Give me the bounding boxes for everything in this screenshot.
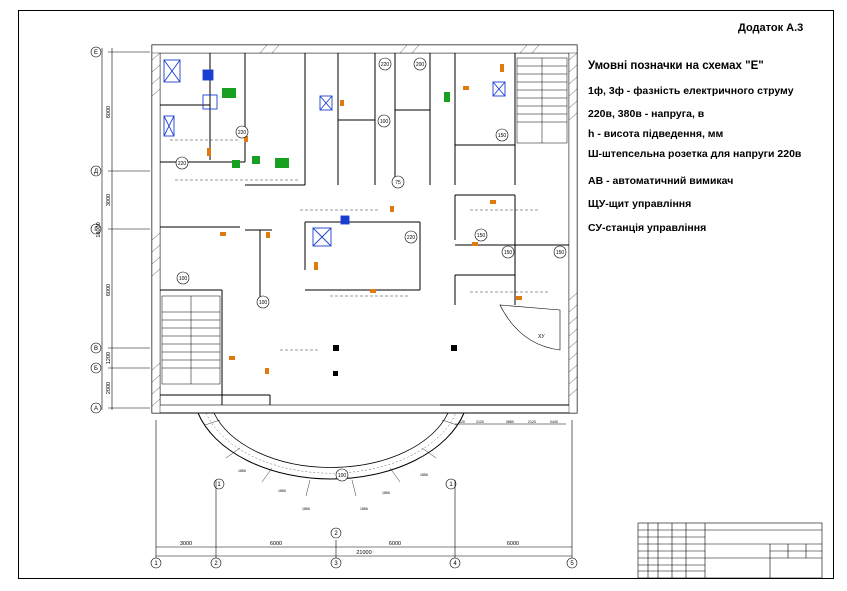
power-mark-6: 150: [556, 250, 565, 256]
curved-bay-dims: 1856 1856 1856 1856 1856 1856: [238, 469, 428, 511]
bay-dim-3: 1856: [302, 507, 310, 511]
power-mark-7: 150: [477, 233, 486, 239]
left-axis-bubbles: Е Д Г В Б А 6000 3000 6000 1200 2000 180…: [90, 46, 112, 414]
left-dim-5: 2000: [106, 382, 112, 394]
curved-bay: [197, 412, 465, 480]
curved-bay-radii: [204, 419, 458, 497]
power-mark-1: 220: [381, 62, 390, 68]
right-dimension-chain: 120 2120 0880 2120 0440: [455, 420, 566, 425]
bottom-axis-bubbles: 1 2 3 4 5 3000 6000 6000 6000 21000: [150, 541, 578, 569]
outer-walls: [151, 44, 578, 414]
legend-line-control-panel: ЩУ-щит управління: [588, 198, 692, 210]
equipment-units: [163, 59, 506, 247]
title-block: [637, 522, 823, 579]
intermediate-axis-bubbles: 1 1 2: [213, 478, 457, 539]
legend-line-control-station: СУ-станція управління: [588, 222, 707, 234]
staircase-bottom-left: [161, 295, 221, 385]
bay-dim-2: 1856: [278, 489, 286, 493]
bottom-dim-3: 6000: [389, 541, 401, 547]
left-dim-4: 1200: [106, 352, 112, 364]
axis-label-e: Е: [94, 50, 98, 56]
socket-markers: [207, 64, 522, 374]
staircase-top-right: [516, 57, 568, 144]
power-mark-2: 200: [416, 62, 425, 68]
axis-bottom-2: 2: [214, 561, 218, 567]
bottom-dim-1: 3000: [180, 541, 192, 547]
axis-mid-3: 2: [334, 531, 338, 537]
left-dimension-chain: [101, 48, 150, 410]
axis-label-d: Д: [94, 169, 98, 175]
bay-dim-4: 1856: [360, 507, 368, 511]
bottom-dim-2: 6000: [270, 541, 282, 547]
bay-dim-1: 1856: [238, 469, 246, 473]
axis-mid-1: 1: [217, 482, 221, 488]
green-fixtures: [222, 88, 450, 168]
legend-line-voltage: 220в, 380в - напруга, в: [588, 108, 705, 120]
right-dim-4: 2120: [528, 420, 536, 424]
power-mark-5: 150: [504, 250, 513, 256]
legend-line-breaker: АВ - автоматичний вимикач: [588, 175, 734, 187]
axis-label-v: В: [94, 346, 98, 352]
power-circles: 220 200 100 150 150 150 150 75 100 100 2…: [175, 57, 567, 482]
power-mark-9: 100: [259, 300, 268, 306]
axis-label-g: Г: [94, 227, 98, 233]
axis-label-a: А: [94, 406, 98, 412]
axis-mid-2: 1: [449, 482, 453, 488]
bottom-dimension-chain: [155, 420, 573, 560]
left-dim-3: 6000: [106, 284, 112, 296]
right-dim-2: 2120: [476, 420, 484, 424]
wall-hatching: [151, 44, 578, 407]
power-mark-8: 75: [395, 180, 401, 186]
power-mark-11: 220: [238, 130, 247, 136]
hv-room: ХУ: [499, 304, 561, 351]
power-mark-14: 220: [178, 161, 187, 167]
bottom-dim-total: 21000: [356, 550, 371, 556]
axis-bottom-5: 5: [570, 561, 574, 567]
bottom-dim-4: 6000: [507, 541, 519, 547]
power-mark-13: 100: [338, 473, 347, 479]
appendix-label: Додаток А.3: [738, 22, 804, 34]
legend-line-socket: Ш-штепсельна розетка для напруги 220в: [588, 148, 802, 160]
left-dim-2: 3000: [106, 194, 112, 206]
legend-title: Умовні позначки на схемах "Е": [588, 60, 764, 72]
power-mark-3: 100: [380, 119, 389, 125]
sheet-frame: [18, 10, 834, 579]
right-dim-3: 0880: [506, 420, 514, 424]
power-mark-10: 100: [179, 276, 188, 282]
interior-walls: [160, 53, 569, 406]
right-dim-1: 120: [459, 420, 465, 424]
legend-line-phase: 1ф, 3ф - фазність електричного струму: [588, 85, 794, 97]
bay-dim-5: 1856: [382, 491, 390, 495]
hv-room-label: ХУ: [538, 334, 545, 340]
legend-line-height: h - висота підведення, мм: [588, 128, 724, 140]
right-dim-5: 0440: [550, 420, 558, 424]
power-mark-12: 220: [407, 235, 416, 241]
structural-columns: [333, 345, 457, 376]
bay-dim-6: 1856: [420, 473, 428, 477]
axis-label-b: Б: [94, 366, 98, 372]
left-dim-total: 18000: [96, 222, 102, 237]
axis-bottom-3: 3: [334, 561, 338, 567]
cable-routes: [170, 139, 550, 351]
left-dim-1: 6000: [106, 106, 112, 118]
power-mark-4: 150: [498, 133, 507, 139]
axis-bottom-4: 4: [453, 561, 457, 567]
axis-bottom-1: 1: [154, 561, 158, 567]
